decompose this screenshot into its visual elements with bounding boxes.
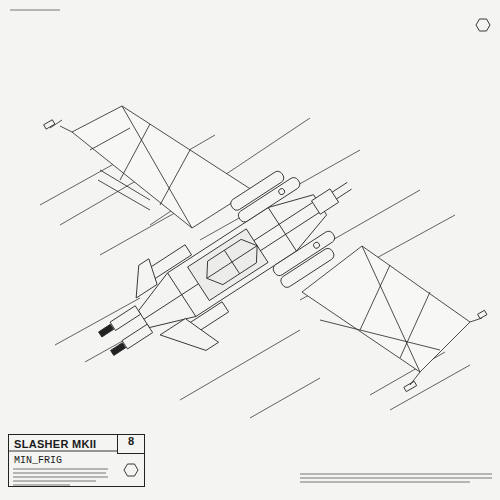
sheet-number: 8: [118, 435, 144, 447]
number-box: 8: [117, 434, 145, 454]
ship-class: MIN_FRIG: [9, 452, 144, 466]
